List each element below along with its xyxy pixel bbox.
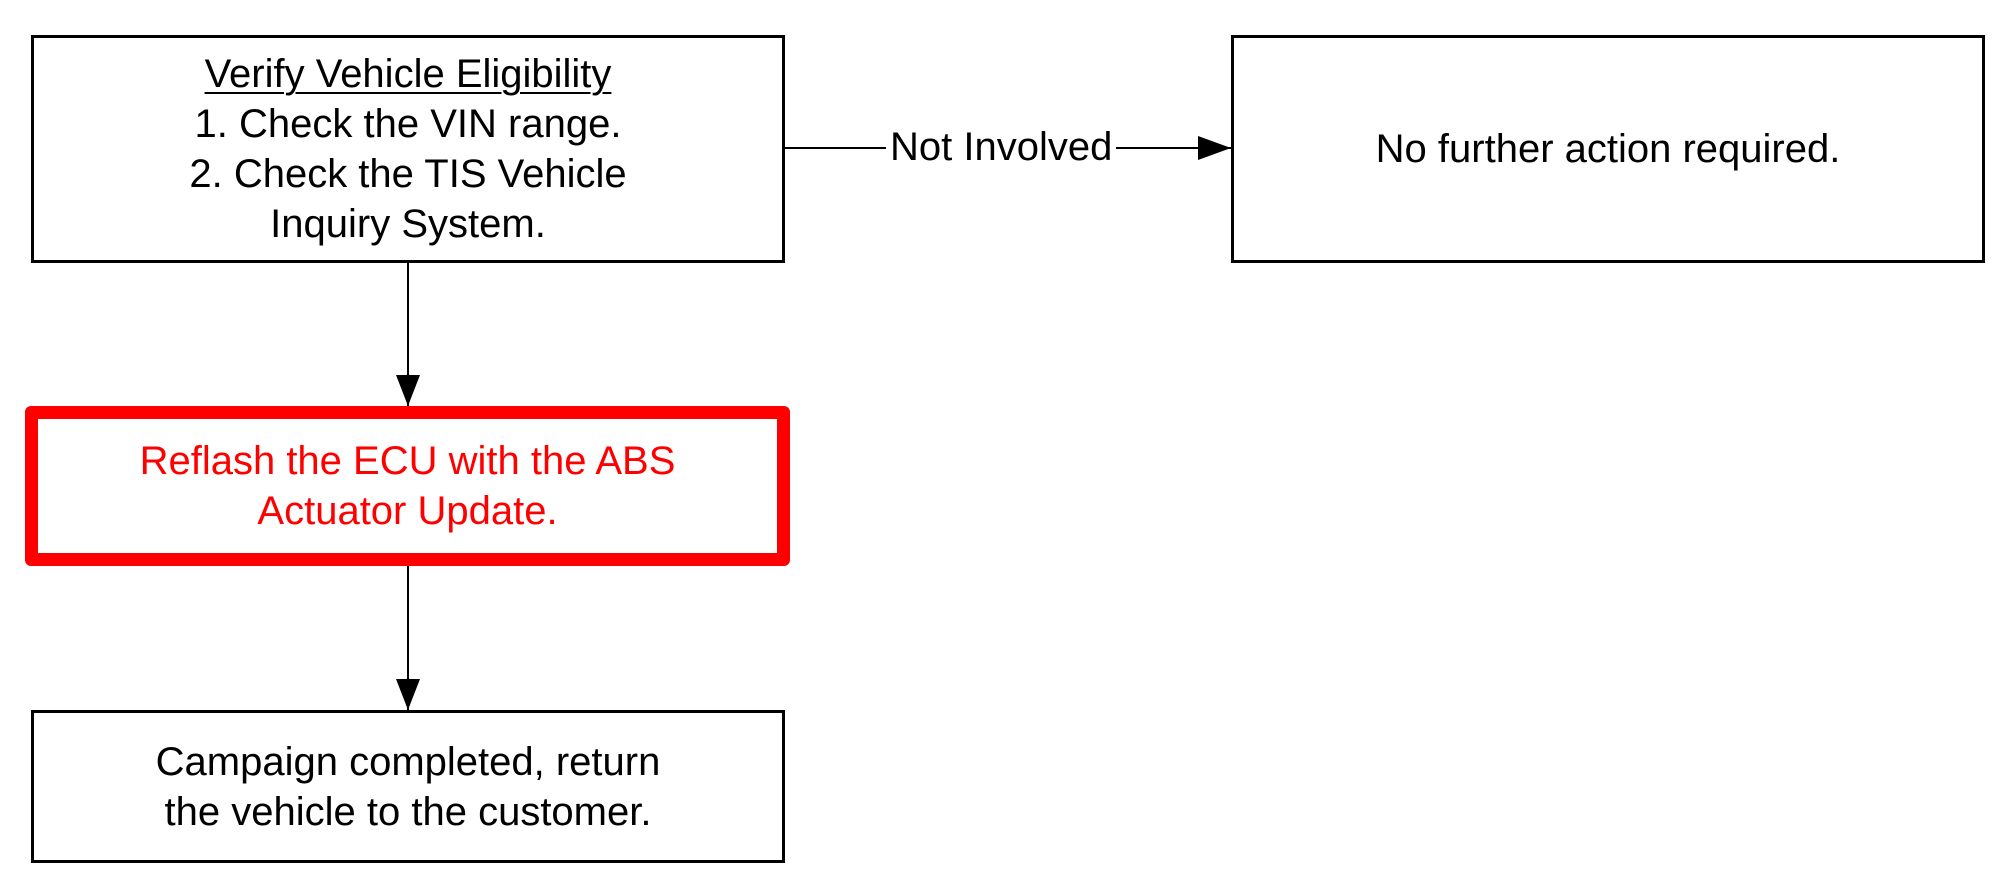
verify-step-2-line-1: 2. Check the TIS Vehicle <box>189 152 627 196</box>
arrowhead-no-action <box>1198 136 1231 160</box>
no-further-action-box: No further action required. <box>1231 35 1985 263</box>
verify-step-2-line-2: Inquiry System. <box>270 202 546 246</box>
verify-step-1: 1. Check the VIN range. <box>194 102 622 146</box>
verify-eligibility-title: Verify Vehicle Eligibility <box>204 52 612 96</box>
completed-line-1: Campaign completed, return <box>155 739 661 784</box>
verify-eligibility-box: Verify Vehicle Eligibility 1. Check the … <box>31 35 785 263</box>
reflash-line-1: Reflash the ECU with the ABS <box>139 439 676 483</box>
not-involved-label: Not Involved <box>886 122 1117 172</box>
completed-line-2: the vehicle to the customer. <box>164 789 652 834</box>
campaign-completed-box: Campaign completed, return the vehicle t… <box>31 710 785 863</box>
arrowhead-completed <box>396 679 420 710</box>
arrowhead-reflash <box>396 375 420 406</box>
reflash-ecu-box: Reflash the ECU with the ABS Actuator Up… <box>25 406 790 566</box>
no-further-action-text: No further action required. <box>1375 127 1841 171</box>
reflash-line-2: Actuator Update. <box>257 489 558 533</box>
